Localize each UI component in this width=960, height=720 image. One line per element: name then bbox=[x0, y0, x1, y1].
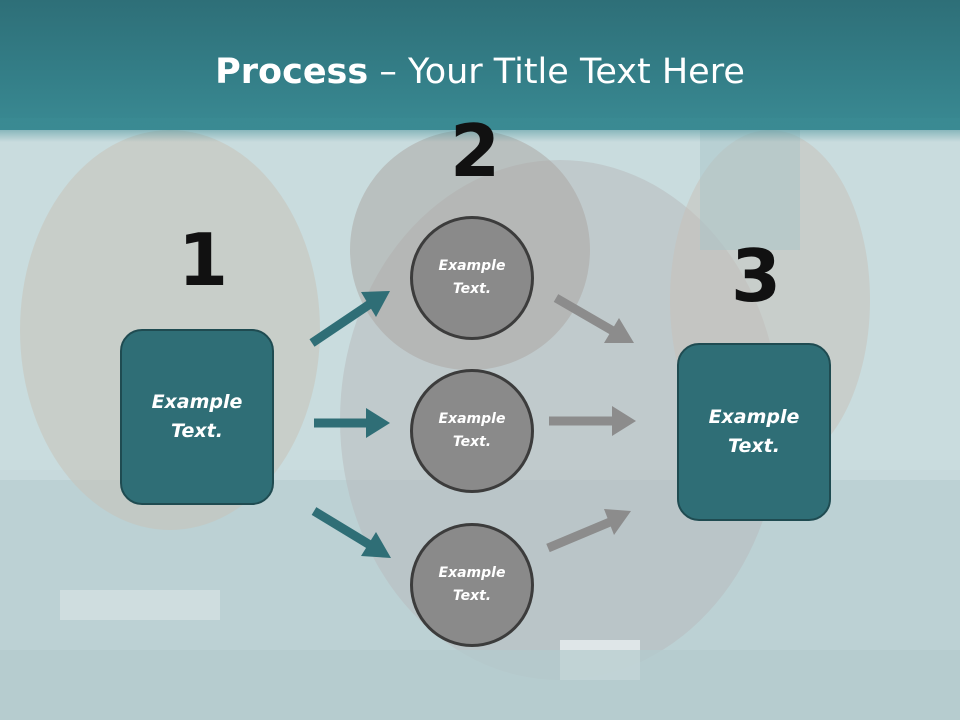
circle-text: Example Text. bbox=[438, 565, 506, 604]
title-bar-fade bbox=[0, 118, 960, 142]
slide-title: Process – Your Title Text Here bbox=[0, 52, 960, 92]
circle-text: Example Text. bbox=[438, 258, 506, 297]
arrow-1-to-middle bbox=[314, 408, 390, 438]
step-2-circle-bottom[interactable]: Example Text. bbox=[410, 523, 534, 647]
arrow-bottom-to-3 bbox=[546, 509, 631, 553]
arrow-1-to-top bbox=[309, 291, 390, 347]
title-bold: Process bbox=[215, 52, 369, 92]
step-3-text: Example Text. bbox=[708, 406, 800, 457]
step-1-box[interactable]: Example Text. bbox=[120, 329, 274, 505]
step-3-box[interactable]: Example Text. bbox=[677, 343, 831, 521]
title-rest: – Your Title Text Here bbox=[368, 52, 745, 92]
step-number-2: 2 bbox=[450, 109, 501, 193]
step-number-1: 1 bbox=[178, 218, 229, 302]
circle-text: Example Text. bbox=[438, 411, 506, 450]
arrow-top-to-3 bbox=[553, 294, 634, 343]
arrow-middle-to-3 bbox=[549, 406, 636, 436]
step-2-circle-middle[interactable]: Example Text. bbox=[410, 369, 534, 493]
step-1-text: Example Text. bbox=[151, 391, 243, 442]
step-2-circle-top[interactable]: Example Text. bbox=[410, 216, 534, 340]
step-number-3: 3 bbox=[731, 234, 782, 318]
arrow-1-to-bottom bbox=[311, 507, 391, 558]
title-bar bbox=[0, 0, 960, 130]
